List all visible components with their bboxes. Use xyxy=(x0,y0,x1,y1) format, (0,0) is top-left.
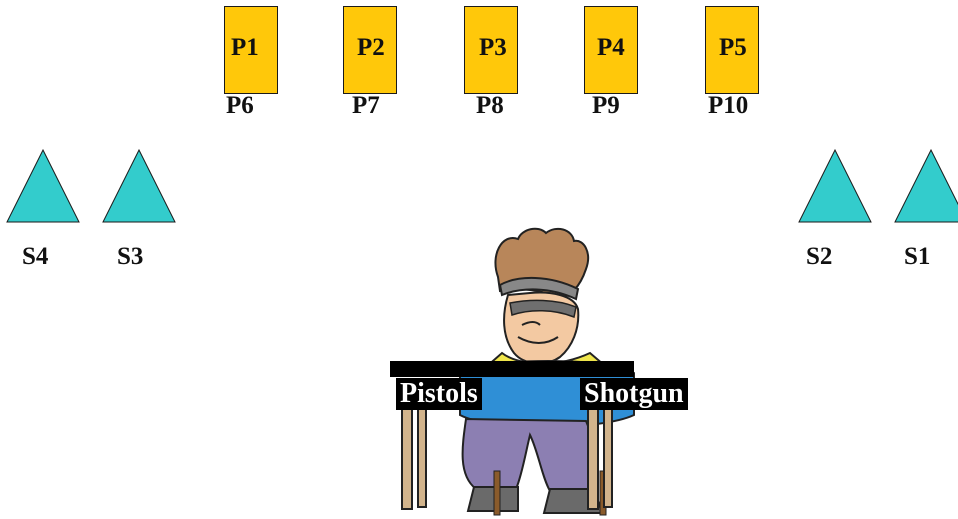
shotgun-table-sign: Shotgun xyxy=(580,378,688,410)
shotgun-target-s2-label: S2 xyxy=(806,243,833,270)
pistol-target-4-top-label: P4 xyxy=(597,34,625,61)
pistol-target-2 xyxy=(343,6,397,94)
pistol-target-5-bottom-label: P10 xyxy=(708,92,749,119)
shotgun-target-s3-icon xyxy=(102,148,176,223)
shotgun-target-s1-label: S1 xyxy=(904,243,931,270)
pistol-target-1 xyxy=(224,6,278,94)
shotgun-target-s4-label: S4 xyxy=(22,243,49,270)
shotgun-target-s3-label: S3 xyxy=(117,243,144,270)
pistol-target-4 xyxy=(584,6,638,94)
pistol-target-3 xyxy=(464,6,518,94)
pistol-target-5 xyxy=(705,6,759,94)
pistol-target-1-bottom-label: P6 xyxy=(226,92,254,119)
pistol-target-3-top-label: P3 xyxy=(479,34,507,61)
pistol-target-5-top-label: P5 xyxy=(719,34,747,61)
shotgun-target-s2-icon xyxy=(798,148,872,223)
pistol-target-2-top-label: P2 xyxy=(357,34,385,61)
shotgun-target-s1-icon xyxy=(894,148,958,223)
pistols-table-sign: Pistols xyxy=(396,378,482,410)
pistol-target-2-bottom-label: P7 xyxy=(352,92,380,119)
cowboy-shooter-illustration xyxy=(390,227,635,516)
pistol-target-3-bottom-label: P8 xyxy=(476,92,504,119)
pistol-target-1-top-label: P1 xyxy=(231,34,259,61)
shotgun-target-s4-icon xyxy=(6,148,80,223)
pistol-target-4-bottom-label: P9 xyxy=(592,92,620,119)
